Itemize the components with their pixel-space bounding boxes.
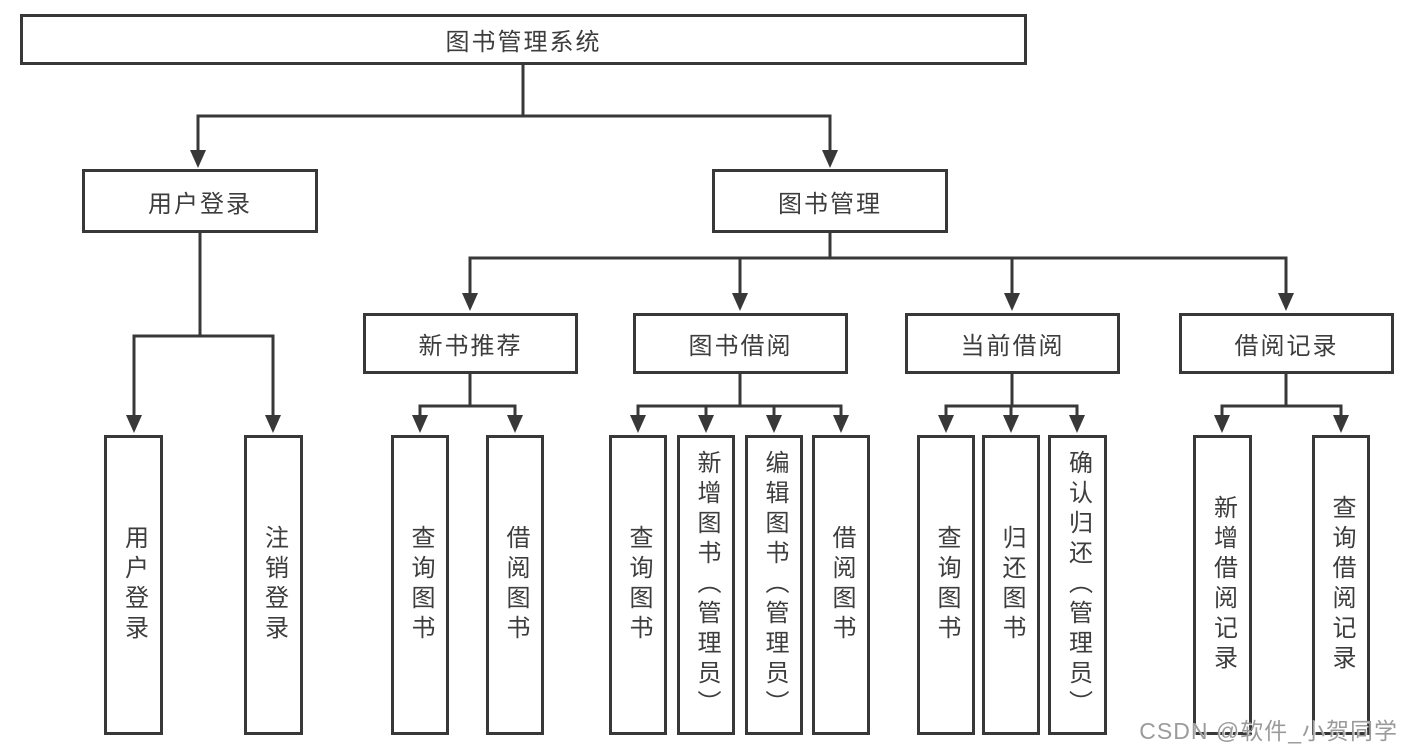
leaf-user-login: 用户登录 <box>104 435 163 735</box>
leaf-borrow-add-books-admin: 新增图书（管理员） <box>677 435 735 735</box>
node-book-mgmt-branch-label: 图书管理 <box>778 190 882 218</box>
leaf-borrow-borrow-books: 借阅图书 <box>812 435 870 735</box>
csdn-watermark: CSDN @软件_小贺同学 <box>1139 718 1398 744</box>
leaf-record-add-borrow-record: 新增借阅记录 <box>1193 435 1252 735</box>
leaf-current-return-books-label: 归还图书 <box>998 525 1025 645</box>
leaf-record-query-borrow-record: 查询借阅记录 <box>1312 435 1370 735</box>
node-book-borrow-label: 图书借阅 <box>688 333 793 360</box>
node-root: 图书管理系统 <box>20 14 1027 65</box>
leaf-record-add-borrow-record-label: 新增借阅记录 <box>1209 495 1237 675</box>
leaf-borrow-query-books: 查询图书 <box>609 435 667 735</box>
node-borrow-record-label: 借阅记录 <box>1234 333 1339 360</box>
leaf-current-query-books: 查询图书 <box>917 435 975 735</box>
leaf-current-confirm-return-admin: 确认归还（管理员） <box>1048 435 1107 735</box>
leaf-borrow-edit-books-admin-label: 编辑图书（管理员） <box>761 450 788 720</box>
leaf-borrow-borrow-books-label: 借阅图书 <box>828 525 855 645</box>
leaf-current-confirm-return-admin-label: 确认归还（管理员） <box>1064 450 1092 720</box>
node-new-book-rec: 新书推荐 <box>363 313 578 374</box>
leaf-borrow-query-books-label: 查询图书 <box>625 525 652 645</box>
node-new-book-rec-label: 新书推荐 <box>418 333 523 360</box>
leaf-user-login-label: 用户登录 <box>120 525 148 645</box>
leaf-borrow-add-books-admin-label: 新增图书（管理员） <box>693 450 720 720</box>
leaf-newbook-query-books: 查询图书 <box>391 435 449 735</box>
node-book-mgmt-branch: 图书管理 <box>712 169 948 233</box>
node-borrow-record: 借阅记录 <box>1179 313 1394 374</box>
leaf-borrow-edit-books-admin: 编辑图书（管理员） <box>745 435 803 735</box>
leaf-current-return-books: 归还图书 <box>982 435 1040 735</box>
node-current-borrow: 当前借阅 <box>905 313 1120 374</box>
node-user-login-branch: 用户登录 <box>82 169 318 233</box>
leaf-newbook-borrow-books-label: 借阅图书 <box>502 525 529 645</box>
leaf-logout-label: 注销登录 <box>260 525 288 645</box>
node-current-borrow-label: 当前借阅 <box>960 333 1065 360</box>
leaf-newbook-query-books-label: 查询图书 <box>407 525 434 645</box>
leaf-current-query-books-label: 查询图书 <box>933 525 960 645</box>
leaf-record-query-borrow-record-label: 查询借阅记录 <box>1328 495 1355 675</box>
leaf-logout: 注销登录 <box>244 435 303 735</box>
leaf-newbook-borrow-books: 借阅图书 <box>486 435 544 735</box>
node-root-label: 图书管理系统 <box>445 29 602 56</box>
node-user-login-branch-label: 用户登录 <box>148 190 252 218</box>
node-book-borrow: 图书借阅 <box>633 313 848 374</box>
